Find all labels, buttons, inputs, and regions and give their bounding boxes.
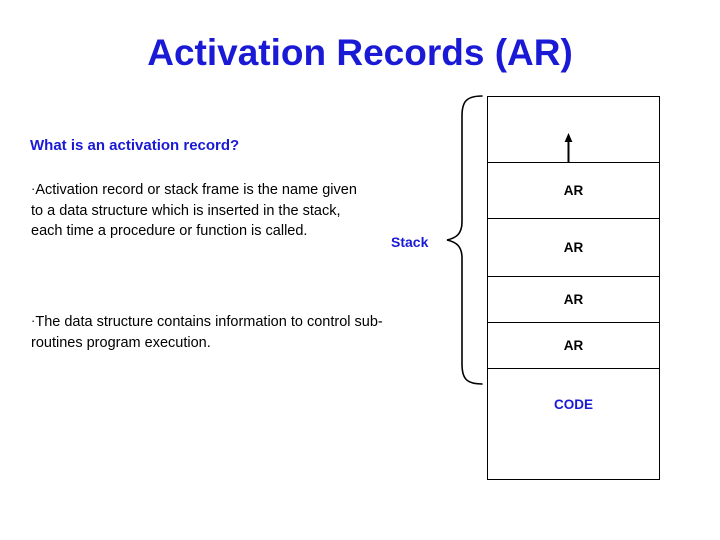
memory-cell-ar-2-label: AR [563,240,584,255]
memory-stack-diagram: AR AR AR AR CODE [487,96,660,480]
memory-cell-ar-1: AR [488,163,659,219]
memory-cell-ar-4: AR [488,323,659,369]
memory-cell-code: CODE [488,369,659,478]
memory-cell-ar-1-label: AR [563,183,584,198]
memory-cell-code-label: CODE [553,397,593,412]
bullet-item-1: ·Activation record or stack frame is the… [31,179,361,242]
section-heading: What is an activation record? [30,137,240,154]
bullet-marker-icon: · [31,313,36,328]
memory-cell-ar-4-label: AR [563,338,584,353]
bullet-item-2: ·The data structure contains information… [31,311,391,353]
memory-cell-ar-3-label: AR [563,292,584,307]
memory-cell-ar-3: AR [488,277,659,323]
memory-cell-ar-2: AR [488,219,659,277]
bullet-text-2: The data structure contains information … [31,314,383,351]
page-title: Activation Records (AR) [147,32,573,73]
curly-brace-icon [446,95,483,385]
up-arrow-icon [564,133,573,163]
memory-cell-free [488,97,659,163]
bullet-text-1: Activation record or stack frame is the … [31,182,357,239]
stack-label: Stack [391,234,429,250]
bullet-marker-icon: · [31,181,36,196]
